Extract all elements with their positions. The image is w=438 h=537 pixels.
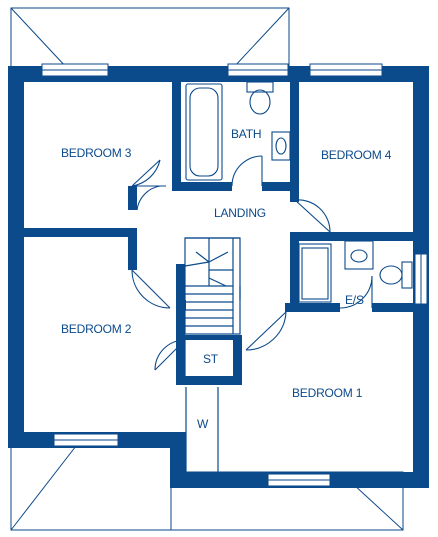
- label-bedroom1: BEDROOM 1: [292, 386, 363, 400]
- windows: [41, 63, 428, 487]
- label-bedroom4: BEDROOM 4: [321, 148, 392, 162]
- room-labels: BEDROOM 3 BATH BEDROOM 4 LANDING BEDROOM…: [61, 127, 392, 431]
- staircase: [184, 237, 241, 335]
- label-st: ST: [203, 352, 219, 366]
- label-bath: BATH: [231, 127, 261, 141]
- bathtub-icon: [185, 83, 223, 181]
- door-swings: [131, 155, 373, 371]
- ensuite-basin-icon: [344, 240, 374, 270]
- shower-tray-icon: [298, 243, 332, 303]
- label-bedroom2: BEDROOM 2: [61, 322, 132, 336]
- thin-lines: [184, 340, 219, 472]
- ensuite-toilet-icon: [401, 261, 413, 289]
- roof-outline-top: [10, 7, 290, 69]
- fixtures: [185, 81, 413, 303]
- toilet-icon: [246, 81, 274, 93]
- label-landing: LANDING: [214, 206, 266, 220]
- basin-icon: [271, 131, 291, 161]
- label-bedroom3: BEDROOM 3: [61, 146, 132, 160]
- label-es: E/S: [345, 293, 364, 307]
- label-w: W: [197, 417, 209, 431]
